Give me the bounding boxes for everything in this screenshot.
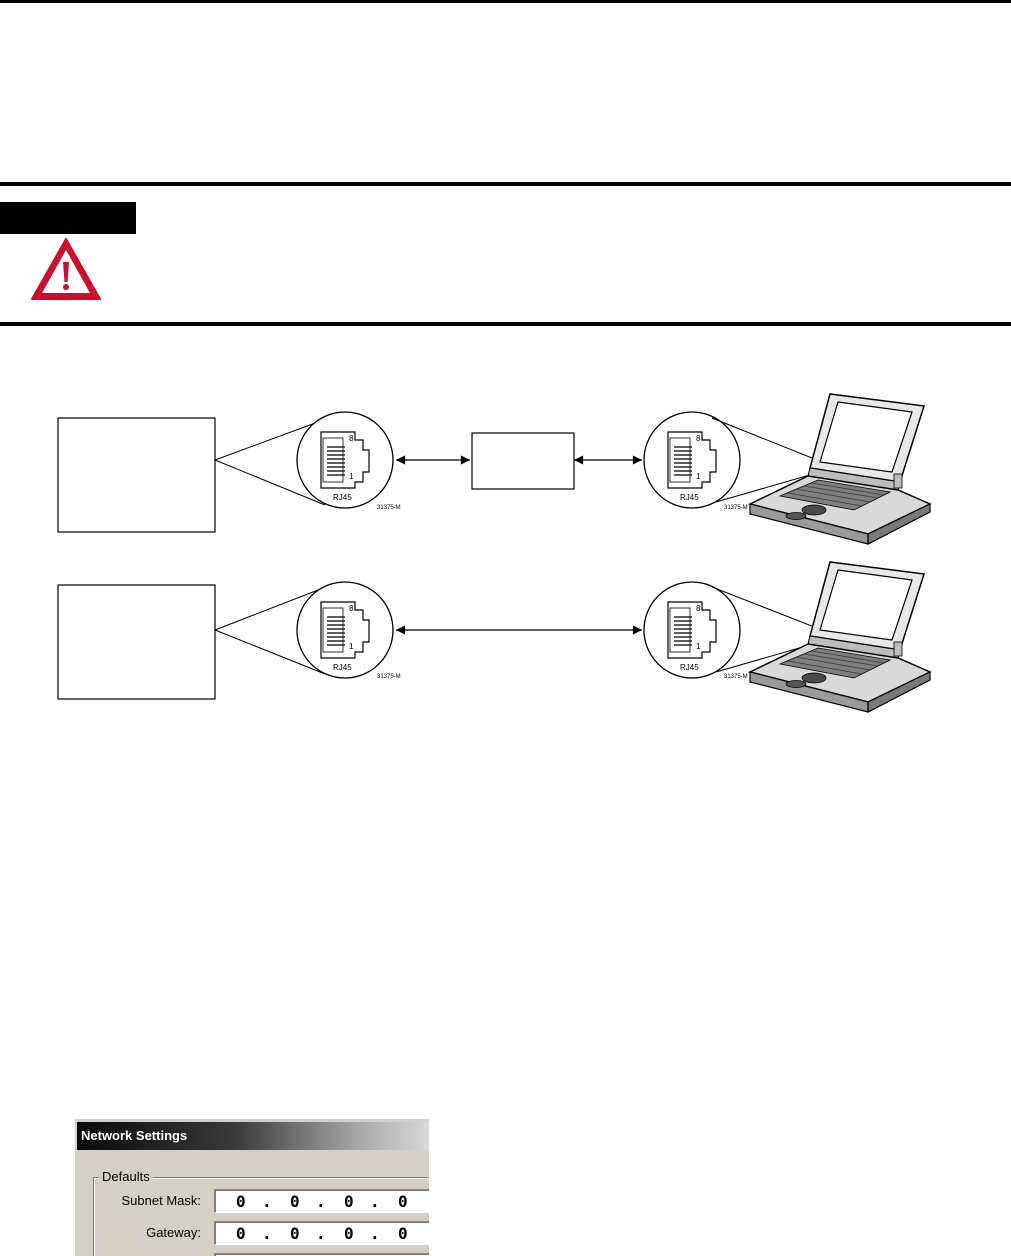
gateway-dot-1: . — [262, 1224, 272, 1243]
warning-triangle-icon — [31, 238, 101, 300]
pin-8-label: 8 — [696, 604, 701, 613]
figure-code-4: 31375-M — [724, 674, 748, 680]
gateway-dot-2: . — [316, 1224, 326, 1243]
gateway-octet-3: 0 — [344, 1224, 354, 1243]
subnet-octet-2: 0 — [290, 1192, 300, 1211]
gateway-octet-1: 0 — [236, 1224, 246, 1243]
subnet-dot-1: . — [262, 1192, 272, 1211]
dialog-title: Network Settings — [77, 1122, 429, 1150]
subnet-octet-4: 0 — [398, 1192, 408, 1211]
rj45-label: RJ45 — [680, 663, 699, 672]
subnet-mask-field[interactable]: 0 . 0 . 0 . 0 — [214, 1189, 429, 1213]
pin-1-label: 1 — [696, 472, 701, 481]
pin-1-label: 1 — [349, 642, 354, 651]
network-settings-dialog: Network Settings Defaults Subnet Mask: 0… — [74, 1118, 429, 1256]
rj45-port-detail-4: 8 1 RJ45 — [643, 581, 741, 679]
subnet-mask-label: Subnet Mask: — [121, 1193, 202, 1208]
subnet-octet-3: 0 — [344, 1192, 354, 1211]
connection-diagram: 8 1 RJ45 31375-M 8 1 RJ45 31375-M — [57, 393, 932, 713]
gateway-octet-2: 0 — [290, 1224, 300, 1243]
subnet-octet-1: 0 — [236, 1192, 246, 1211]
notice-bottom-rule — [0, 322, 1011, 326]
switch-box — [471, 432, 575, 490]
figure-code-1: 31375-M — [377, 505, 401, 511]
pin-8-label: 8 — [696, 434, 701, 443]
subnet-dot-2: . — [316, 1192, 326, 1211]
gateway-field[interactable]: 0 . 0 . 0 . 0 — [214, 1221, 429, 1245]
figure-code-2: 31375-M — [724, 505, 748, 511]
defaults-groupbox — [93, 1177, 429, 1256]
gateway-dot-3: . — [370, 1224, 380, 1243]
notice-label-box — [0, 202, 136, 234]
device-box-2 — [57, 584, 216, 700]
gateway-label: Gateway: — [146, 1225, 201, 1240]
laptop-illustration-2 — [747, 561, 932, 713]
rj45-port-detail-2: 8 1 RJ45 — [643, 411, 741, 509]
rj45-port-detail-3: 8 1 RJ45 — [296, 581, 394, 679]
rj45-label: RJ45 — [680, 493, 699, 502]
pin-8-label: 8 — [349, 434, 354, 443]
rj45-label: RJ45 — [333, 493, 352, 502]
top-rule — [0, 0, 1011, 3]
rj45-label: RJ45 — [333, 663, 352, 672]
notice-top-rule — [0, 182, 1011, 186]
pin-1-label: 1 — [696, 642, 701, 651]
defaults-group-label: Defaults — [99, 1169, 153, 1185]
pin-8-label: 8 — [349, 604, 354, 613]
subnet-dot-3: . — [370, 1192, 380, 1211]
pin-1-label: 1 — [349, 472, 354, 481]
laptop-illustration-1 — [747, 393, 932, 545]
figure-code-3: 31375-M — [377, 674, 401, 680]
device-box-1 — [57, 417, 216, 533]
rj45-port-detail-1: 8 1 RJ45 — [296, 411, 394, 509]
gateway-octet-4: 0 — [398, 1224, 408, 1243]
